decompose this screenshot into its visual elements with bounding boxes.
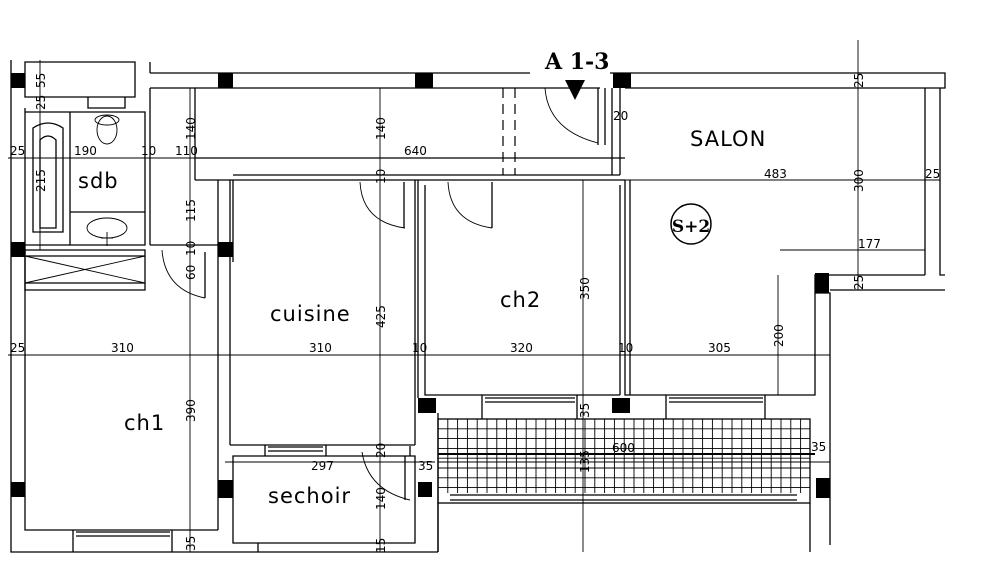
room-label-salon: SALON [690, 127, 766, 151]
dim-label: 300 [852, 169, 866, 192]
dim-label: 135 [578, 450, 592, 473]
walls [10, 60, 946, 553]
section-tag: A 1-3 [544, 49, 609, 75]
dim-label: 140 [374, 487, 388, 510]
dim-label: 25 [10, 144, 25, 158]
dim-label: 25 [925, 167, 940, 181]
room-label-sdb: sdb [78, 169, 119, 193]
dim-label: 425 [374, 305, 388, 328]
dim-label: 310 [111, 341, 134, 355]
level-tag: S+2 [672, 217, 710, 237]
dim-label: 10 [412, 341, 427, 355]
dim-label: 10 [184, 241, 198, 256]
dim-label: 350 [578, 277, 592, 300]
dim-label: 10 [141, 144, 156, 158]
dim-label: 310 [309, 341, 332, 355]
dimension-lines [8, 40, 940, 552]
dim-label: 297 [311, 459, 334, 473]
dim-label: 35 [811, 440, 826, 454]
dim-label: 483 [764, 167, 787, 181]
dim-label: 20 [374, 443, 388, 458]
dim-label: 115 [184, 199, 198, 222]
dim-label: 215 [34, 169, 48, 192]
dim-label: 35 [184, 536, 198, 551]
dim-label: 25 [34, 95, 48, 110]
tile-lines [437, 418, 810, 493]
level-tag-circle [670, 203, 712, 245]
room-labels: sdb cuisine ch2 SALON ch1 sechoir [78, 127, 766, 508]
dim-label: 640 [404, 144, 427, 158]
dim-label: 320 [510, 341, 533, 355]
dimension-labels: 55 25 25 190 10 110 140 140 640 10 20 21… [10, 73, 940, 553]
room-label-ch2: ch2 [500, 288, 541, 312]
dim-label: 600 [612, 441, 635, 455]
dim-label: 35 [418, 459, 433, 473]
room-label-cuisine: cuisine [270, 302, 351, 326]
dim-label: 140 [374, 117, 388, 140]
dim-label: 177 [858, 237, 881, 251]
pillars [11, 73, 830, 498]
dim-label: 25 [852, 73, 866, 88]
annotation-tags: A 1-3 S+2 [544, 49, 712, 245]
dim-label: 35 [578, 403, 592, 418]
dim-label: 60 [184, 265, 198, 280]
dim-label: 10 [374, 169, 388, 184]
dim-label: 110 [175, 144, 198, 158]
dim-label: 10 [618, 341, 633, 355]
dim-label: 20 [613, 109, 628, 123]
balcony-tile-grid [437, 418, 810, 493]
dim-label: 15 [374, 538, 388, 553]
section-arrow-icon [565, 80, 585, 100]
dim-label: 55 [34, 73, 48, 88]
dim-label: 25 [10, 341, 25, 355]
dim-label: 25 [852, 275, 866, 290]
dim-label: 140 [184, 117, 198, 140]
dim-label: 190 [74, 144, 97, 158]
room-label-ch1: ch1 [124, 411, 165, 435]
dim-label: 390 [184, 399, 198, 422]
dim-label: 200 [772, 324, 786, 347]
room-label-sechoir: sechoir [268, 484, 351, 508]
dim-label: 305 [708, 341, 731, 355]
